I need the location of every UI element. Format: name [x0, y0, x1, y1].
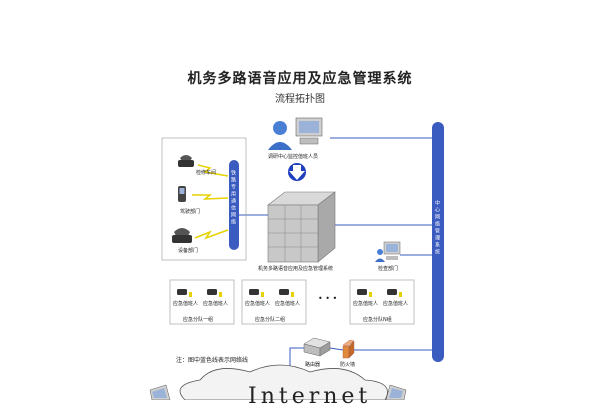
- unit-phone-label: 应急值班人: [245, 301, 271, 307]
- diagram-title: 机务多路语音应用及应急管理系统: [187, 71, 413, 87]
- unit-phone-icon: [207, 289, 222, 297]
- phone-icon-workshop: [178, 155, 194, 167]
- left-devices-panel: [161, 137, 247, 261]
- internet-label: Internet: [248, 384, 372, 409]
- unit-phone-icon: [177, 289, 192, 297]
- unit-caption: 应急分队一组: [183, 317, 214, 323]
- unit-phone-icon: [387, 289, 402, 297]
- ellipsis: • • •: [318, 294, 338, 303]
- desk-phone-icon: [172, 228, 192, 243]
- router-icon: [303, 337, 331, 357]
- topology-diagram: [149, 117, 444, 400]
- left-network-bus: [229, 160, 239, 250]
- server-label: 机务多路语音应用及应急管理系统: [258, 266, 334, 272]
- firewall-icon: [342, 339, 355, 359]
- device-label-driving: 驾驶部门: [180, 209, 201, 215]
- unit-phone-label: 应急值班人: [275, 301, 301, 307]
- wireless-link: [197, 164, 229, 177]
- firewall-bus-link: [354, 349, 439, 362]
- firewall-label: 防火墙: [340, 362, 356, 368]
- inspection-label: 检查部门: [378, 266, 399, 272]
- unit-caption: 应急分队N组: [363, 317, 392, 323]
- operator-person-icon: [268, 121, 292, 150]
- unit-phone-icon: [357, 289, 372, 297]
- unit-box: [169, 279, 235, 325]
- router-firewall-link: [329, 347, 344, 351]
- laptop-icon: [385, 384, 407, 400]
- down-arrow-icon: [288, 163, 306, 181]
- unit-phone-icon: [249, 289, 264, 297]
- unit-caption: 应急分队二组: [255, 317, 286, 323]
- device-label-workshop: 检修车间: [196, 170, 217, 176]
- unit-phone-label: 应急值班人: [353, 301, 379, 307]
- unit-box: [241, 279, 307, 325]
- unit-phone-label: 应急值班人: [173, 301, 199, 307]
- internet-cloud: [179, 364, 388, 400]
- laptop-icon: [149, 384, 171, 400]
- right-network-bus: [432, 122, 444, 362]
- server-rack-icon: [267, 191, 336, 263]
- device-label-equipment: 设备部门: [178, 248, 199, 254]
- unit-phone-label: 应急值班人: [203, 301, 229, 307]
- unit-phone-icon: [279, 289, 294, 297]
- operator-computer-icon: [295, 117, 323, 145]
- right-bus-label: 中心网络管理系统: [434, 200, 440, 256]
- diagram-subtitle: 流程拓扑图: [275, 94, 325, 105]
- wireless-link: [192, 194, 229, 200]
- legend-note: 注：图中蓝色线表示网络线: [176, 357, 249, 364]
- operator-label: 调研中心监控值班人员: [268, 154, 319, 160]
- unit-phone-label: 应急值班人: [383, 301, 409, 307]
- router-label: 路由器: [305, 362, 321, 368]
- mobile-phone-icon: [178, 186, 186, 202]
- unit-box: [349, 279, 415, 325]
- left-bus-label: 铁路专用通信网络: [230, 170, 236, 226]
- wireless-link: [194, 229, 229, 240]
- inspection-computer-icon: [375, 241, 401, 262]
